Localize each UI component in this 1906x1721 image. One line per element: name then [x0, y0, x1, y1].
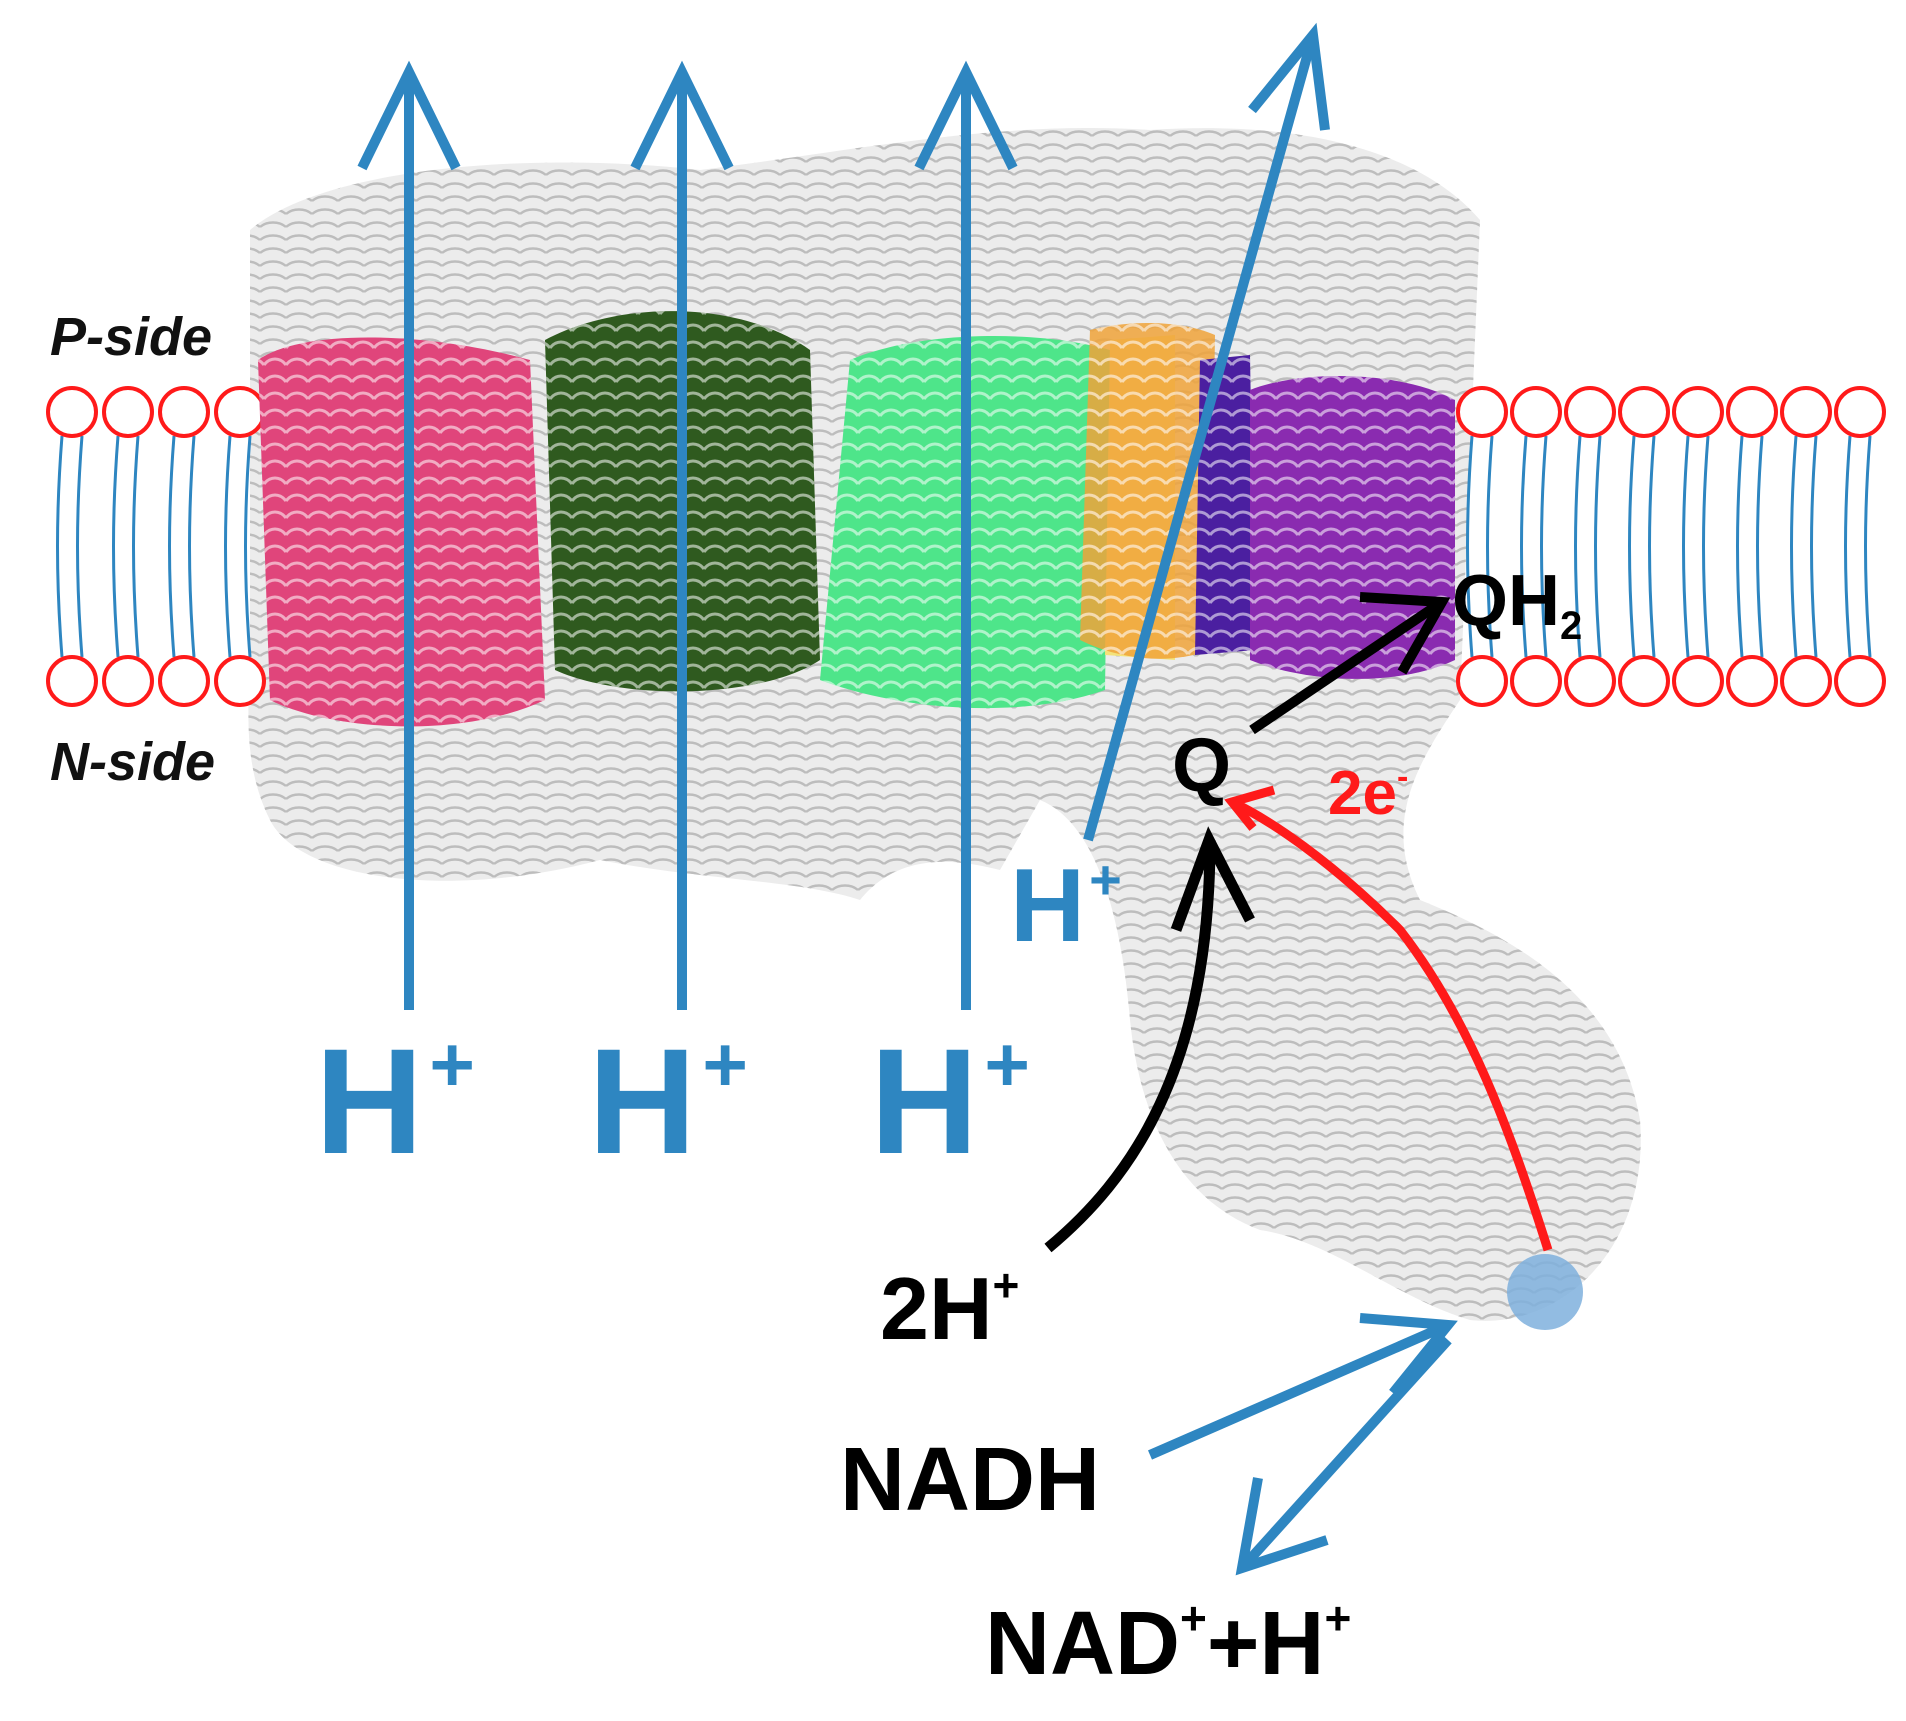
lipid-tail — [76, 435, 84, 658]
lipid-tail — [1574, 435, 1582, 658]
lipid-tail — [1594, 435, 1602, 658]
lipid-tail — [56, 435, 64, 658]
proton-label-4: H+ — [1010, 848, 1122, 964]
lipid-tail — [244, 435, 252, 658]
lipid-tail — [1628, 435, 1636, 658]
lipid-tail — [1864, 435, 1872, 658]
lipid-head — [158, 386, 210, 438]
quinol-label: QH2 — [1452, 561, 1583, 648]
lipid-head — [1780, 386, 1832, 438]
lipid-tail — [1844, 435, 1852, 658]
lipid-tail — [188, 435, 196, 658]
lipid-tail — [1682, 435, 1690, 658]
n-side-label: N-side — [50, 732, 216, 792]
nadh-arrow-icon — [1148, 1313, 1458, 1460]
lipid-tail — [1466, 435, 1474, 658]
fmn-site-icon — [1507, 1254, 1583, 1330]
lipid-head — [214, 655, 266, 707]
proton-arrow-icon — [1083, 22, 1330, 842]
lipid-tail — [1702, 435, 1710, 658]
lipid-tail — [1486, 435, 1494, 658]
two-proton-label: 2H+ — [880, 1259, 1020, 1358]
proton-arrow-icon — [357, 60, 461, 1010]
lipid-head — [1672, 386, 1724, 438]
lipid-tail — [1736, 435, 1744, 658]
lipid-bilayer-right — [1456, 386, 1886, 707]
lipid-head — [1510, 386, 1562, 438]
lipid-head — [1834, 386, 1886, 438]
lipid-head — [1618, 386, 1670, 438]
lipid-head — [102, 655, 154, 707]
lipid-head — [1672, 655, 1724, 707]
subunit-pink — [258, 337, 545, 727]
lipid-head — [1780, 655, 1832, 707]
lipid-tail — [1756, 435, 1764, 658]
nadh-label: NADH — [840, 1430, 1100, 1530]
lipid-bilayer-left — [46, 386, 266, 707]
lipid-head — [214, 386, 266, 438]
lipid-tail — [1648, 435, 1656, 658]
proton-label-3: H+ — [870, 1017, 1030, 1185]
lipid-tail — [132, 435, 140, 658]
proton-arrow-icon — [914, 60, 1018, 1010]
nad-arrow-icon — [1235, 1336, 1452, 1576]
quinone-arrow-icon — [1044, 826, 1255, 1253]
lipid-head — [46, 386, 98, 438]
nad-label: NAD++H+ — [985, 1592, 1352, 1694]
lipid-head — [102, 386, 154, 438]
lipid-head — [1564, 655, 1616, 707]
lipid-head — [1834, 655, 1886, 707]
proton-arrow-icon — [630, 60, 734, 1010]
lipid-head — [46, 655, 98, 707]
lipid-head — [1510, 655, 1562, 707]
quinone-reduction-arrow — [1249, 592, 1451, 735]
quinone-label: Q — [1172, 723, 1232, 808]
lipid-head — [1618, 655, 1670, 707]
proton-label-2: H+ — [588, 1017, 748, 1185]
lipid-head — [1564, 386, 1616, 438]
lipid-tail — [1540, 435, 1548, 658]
lipid-head — [158, 655, 210, 707]
subunit-indigo — [1195, 355, 1255, 655]
proton-label-1: H+ — [315, 1017, 475, 1185]
lipid-tail — [112, 435, 120, 658]
p-side-label: P-side — [50, 307, 213, 367]
lipid-head — [1456, 655, 1508, 707]
lipid-tail — [168, 435, 176, 658]
lipid-head — [1726, 386, 1778, 438]
lipid-tail — [1810, 435, 1818, 658]
lipid-head — [1726, 655, 1778, 707]
electron-label: 2e- — [1328, 758, 1409, 828]
lipid-tail — [1520, 435, 1528, 658]
electron-arrow-icon — [1224, 785, 1553, 1252]
lipid-tail — [224, 435, 232, 658]
lipid-tail — [1790, 435, 1798, 658]
subunit-orange — [1080, 323, 1215, 659]
lipid-head — [1456, 386, 1508, 438]
